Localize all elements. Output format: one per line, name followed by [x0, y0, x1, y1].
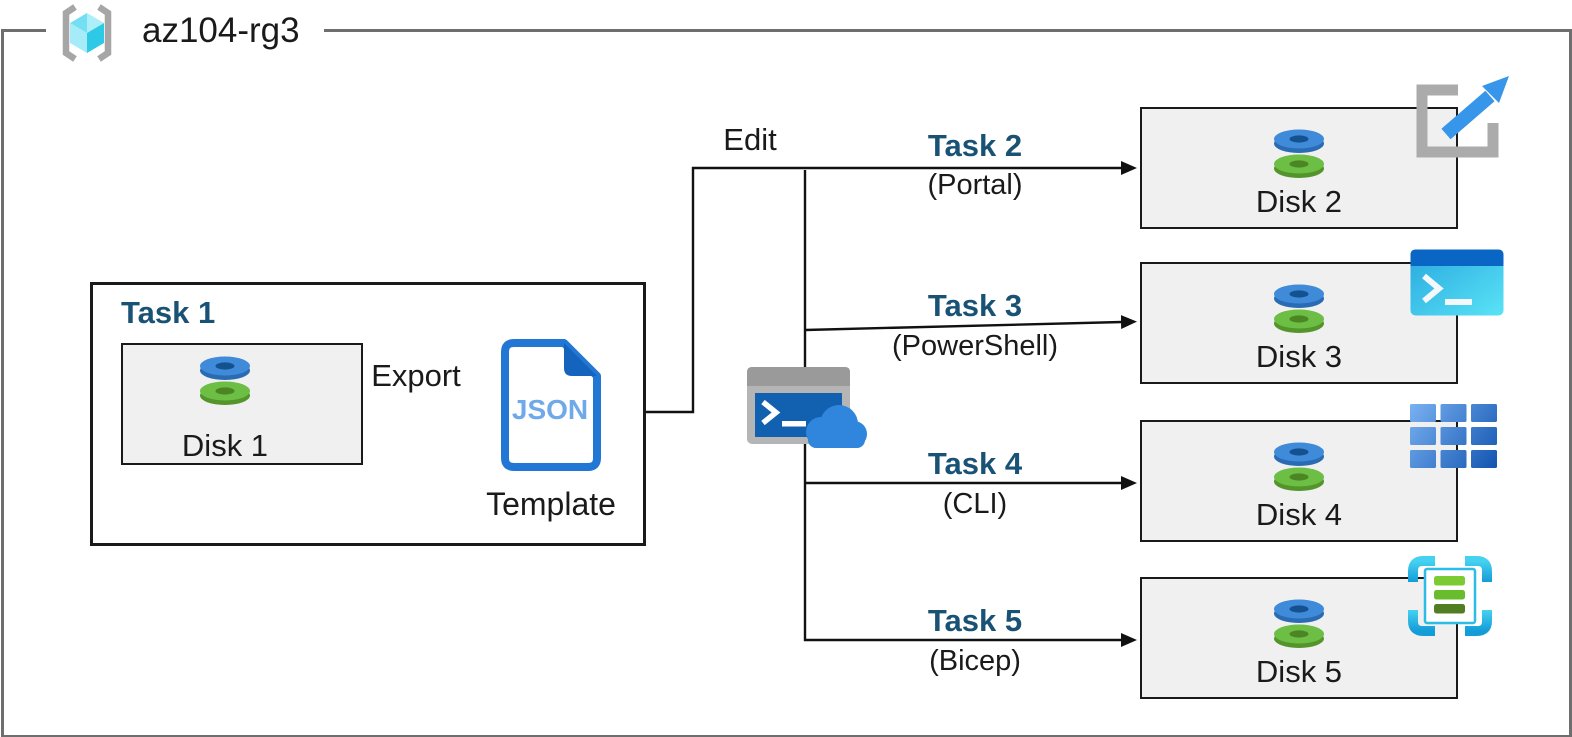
- resource-group-name: az104-rg3: [142, 11, 300, 50]
- cli-grid-icon: [1410, 404, 1497, 468]
- disk4-label: Disk 4: [1255, 497, 1343, 532]
- task1-container: Task 1 Disk 1: [90, 282, 646, 546]
- disk3-label: Disk 3: [1255, 339, 1343, 374]
- disk-icon: [1271, 126, 1327, 178]
- powershell-icon: [1410, 249, 1504, 316]
- task2-arrow: [645, 161, 1137, 414]
- task3-title: Task 3: [927, 288, 1023, 323]
- task1-title: Task 1: [121, 295, 216, 330]
- task5-method: (Bicep): [929, 645, 1021, 677]
- task5-arrow: [803, 170, 1137, 647]
- task3-arrow: [804, 315, 1137, 332]
- resource-group-title-gap: [46, 26, 324, 36]
- json-text: JSON: [512, 394, 588, 425]
- disk2-label: Disk 2: [1255, 184, 1343, 219]
- disk2-box: Disk 2: [1140, 107, 1458, 229]
- disk4-box: Disk 4: [1140, 420, 1458, 542]
- task2-title: Task 2: [927, 128, 1023, 163]
- disk-icon: [1271, 439, 1327, 491]
- disk5-box: Disk 5: [1140, 577, 1458, 699]
- cloud-shell-icon: [747, 367, 867, 448]
- disk-icon: [1271, 596, 1327, 648]
- disk1-label: Disk 1: [181, 428, 269, 463]
- disk-icon: [1271, 281, 1327, 333]
- resource-group-icon: [62, 4, 112, 62]
- disk5-label: Disk 5: [1255, 654, 1343, 689]
- task2-method: (Portal): [927, 169, 1023, 201]
- bicep-template-icon: [1408, 556, 1492, 636]
- template-label: Template: [486, 486, 616, 522]
- json-template-icon: JSON: [501, 339, 601, 471]
- disk1-box: Disk 1: [121, 343, 363, 465]
- task4-title: Task 4: [927, 446, 1023, 481]
- task5-title: Task 5: [927, 603, 1023, 638]
- disk-icon: [197, 353, 253, 405]
- task4-method: (CLI): [942, 488, 1008, 520]
- export-label: Export: [371, 358, 461, 393]
- task3-method: (PowerShell): [892, 330, 1058, 362]
- expand-portal-icon: [1416, 76, 1509, 158]
- disk3-box: Disk 3: [1140, 262, 1458, 384]
- edit-label: Edit: [723, 122, 777, 157]
- resource-group-boundary: [1, 29, 1572, 737]
